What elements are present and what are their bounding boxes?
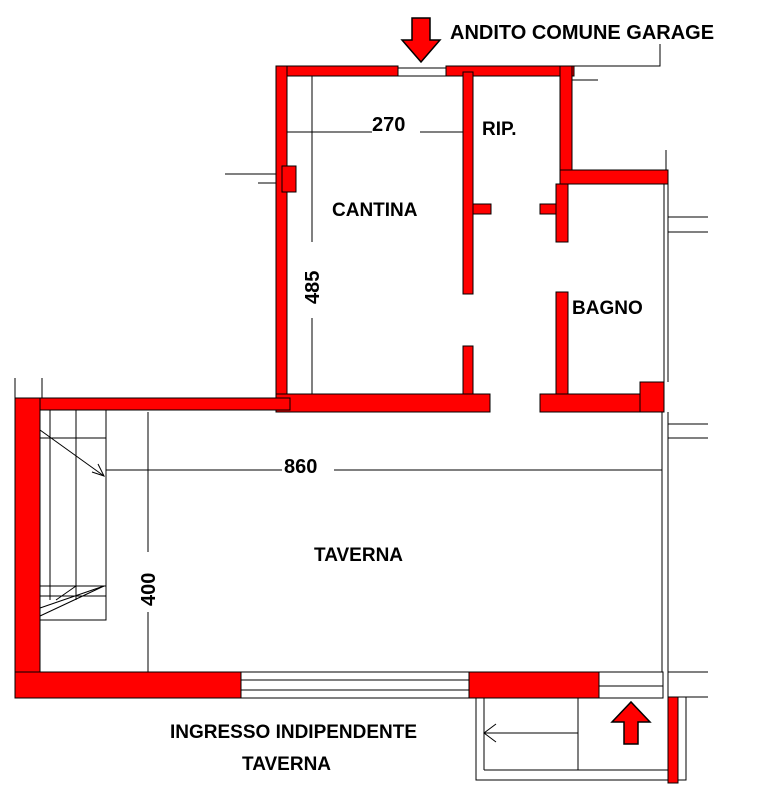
dimension-cantina-width: 270 [372, 114, 405, 136]
arrow-down-icon [400, 17, 442, 64]
ingresso-label-line2: TAVERNA [242, 754, 331, 775]
andito-label: ANDITO COMUNE GARAGE [450, 22, 714, 44]
dimension-cantina-depth: 485 [302, 271, 324, 304]
dimension-taverna-depth: 400 [138, 573, 160, 606]
interior-lines [39, 67, 669, 699]
bagno-label: BAGNO [572, 298, 643, 319]
dimension-taverna-width: 860 [284, 456, 317, 478]
ingresso-label-line1: INGRESSO INDIPENDENTE [170, 722, 417, 743]
rip-label: RIP. [482, 119, 517, 140]
arrow-up-icon [610, 700, 652, 745]
taverna-label: TAVERNA [314, 545, 403, 566]
cantina-label: CANTINA [332, 200, 418, 221]
